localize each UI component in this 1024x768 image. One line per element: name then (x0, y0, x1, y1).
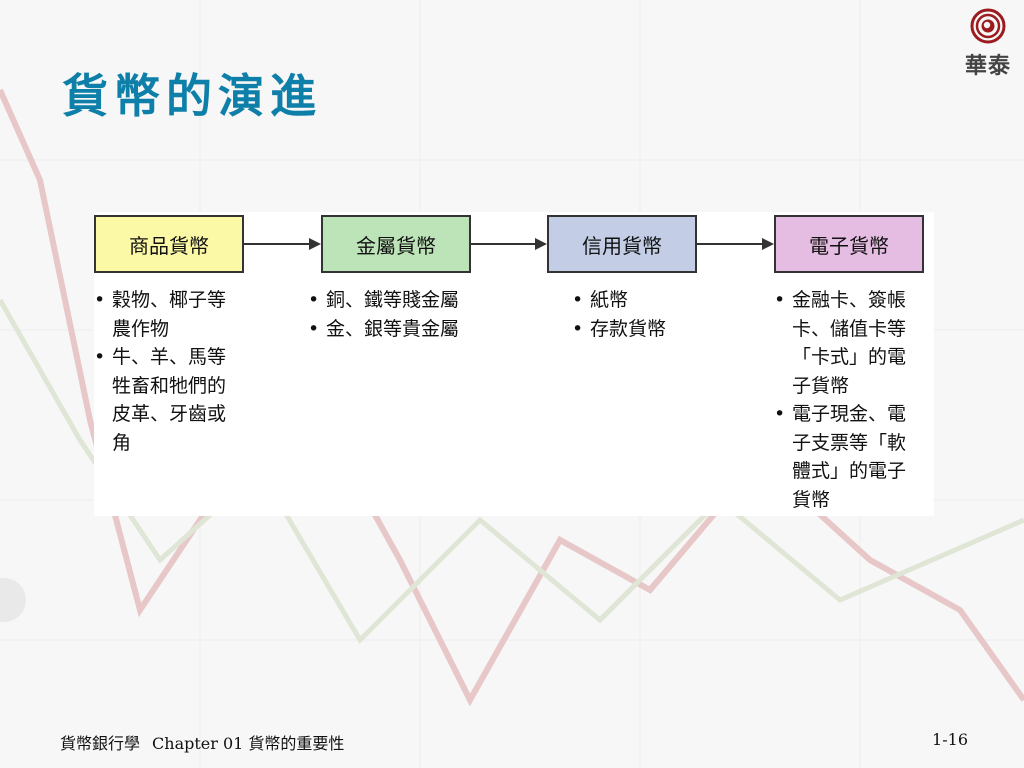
stage-box-credit-money: 信用貨幣 (547, 215, 697, 273)
logo-text: 華泰 (964, 53, 1011, 79)
credit-money-examples: 紙幣 存款貨幣 (572, 286, 722, 343)
arrow-right-icon (471, 238, 547, 250)
arrow-right-icon (697, 238, 774, 250)
stage-box-electronic-money: 電子貨幣 (774, 215, 924, 273)
page-title: 貨幣的演進 (62, 69, 322, 123)
money-evolution-diagram: 商品貨幣 金屬貨幣 信用貨幣 電子貨幣 穀物、椰子等 農作物 牛、羊、馬等 牲畜… (94, 212, 934, 516)
list-item: 電子現金、電 子支票等「軟 體式」的電子 貨幣 (774, 400, 934, 514)
list-item: 金融卡、簽帳 卡、儲值卡等 「卡式」的電 子貨幣 (774, 286, 934, 400)
list-item: 穀物、椰子等 農作物 (94, 286, 264, 343)
metal-money-examples: 銅、鐵等賤金屬 金、銀等貴金屬 (308, 286, 523, 343)
stage-box-commodity-money: 商品貨幣 (94, 215, 244, 273)
footer-chapter: Chapter 01 貨幣的重要性 (152, 734, 345, 753)
footer-course-name: 貨幣銀行學 (60, 734, 141, 753)
list-item: 金、銀等貴金屬 (308, 315, 523, 344)
commodity-money-examples: 穀物、椰子等 農作物 牛、羊、馬等 牲畜和牠們的 皮革、牙齒或 角 (94, 286, 264, 457)
list-item: 存款貨幣 (572, 315, 722, 344)
list-item: 銅、鐵等賤金屬 (308, 286, 523, 315)
footer-course: 貨幣銀行學 Chapter 01 貨幣的重要性 (60, 730, 344, 754)
huatai-logo: 華泰 (958, 6, 1018, 82)
page-number: 1-16 (932, 730, 968, 749)
list-item: 牛、羊、馬等 牲畜和牠們的 皮革、牙齒或 角 (94, 343, 264, 457)
stage-box-metal-money: 金屬貨幣 (321, 215, 471, 273)
list-item: 紙幣 (572, 286, 722, 315)
electronic-money-examples: 金融卡、簽帳 卡、儲值卡等 「卡式」的電 子貨幣 電子現金、電 子支票等「軟 體… (774, 286, 934, 514)
logo-ring-icon (970, 8, 1006, 44)
arrow-right-icon (244, 238, 321, 250)
